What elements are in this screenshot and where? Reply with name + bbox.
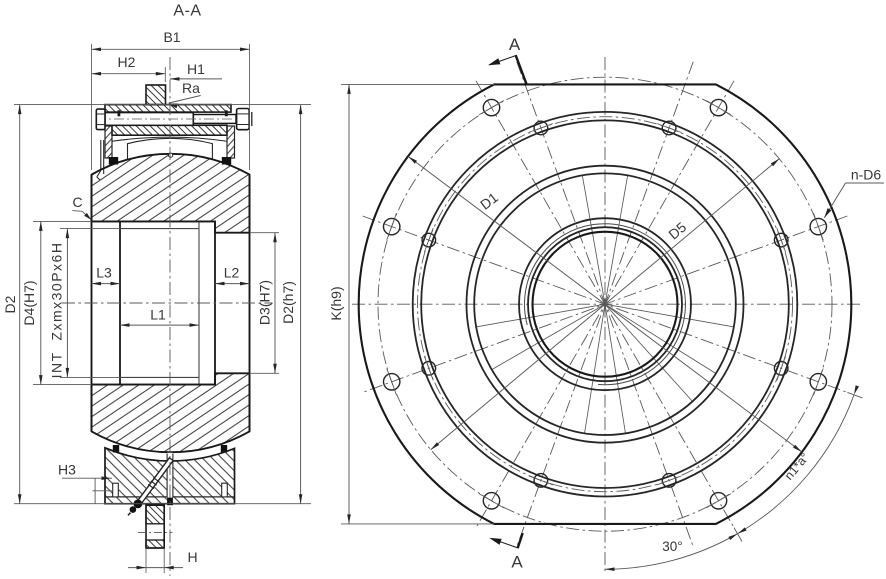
svg-text:H3: H3 bbox=[58, 462, 76, 478]
svg-text:Ra: Ra bbox=[182, 80, 200, 96]
svg-text:L3: L3 bbox=[96, 265, 112, 281]
svg-text:B1: B1 bbox=[163, 29, 180, 45]
svg-text:C: C bbox=[72, 194, 82, 210]
svg-text:n-D6: n-D6 bbox=[851, 167, 882, 183]
svg-text:H2: H2 bbox=[118, 54, 136, 70]
svg-text:H: H bbox=[187, 549, 197, 565]
svg-text:D4(H7): D4(H7) bbox=[21, 280, 37, 325]
svg-text:A-A: A-A bbox=[173, 3, 201, 20]
svg-text:H1: H1 bbox=[187, 61, 205, 77]
svg-text:D3(H7): D3(H7) bbox=[257, 280, 273, 325]
svg-text:K(h9): K(h9) bbox=[328, 286, 344, 320]
svg-text:INT Zxmx30Px6H: INT Zxmx30Px6H bbox=[49, 242, 65, 379]
svg-text:D2: D2 bbox=[2, 295, 18, 313]
svg-text:A: A bbox=[509, 35, 521, 54]
svg-text:L1: L1 bbox=[150, 307, 166, 323]
svg-text:A: A bbox=[511, 553, 523, 572]
svg-text:L2: L2 bbox=[224, 265, 240, 281]
svg-text:30°: 30° bbox=[662, 539, 682, 554]
svg-text:D2(h7): D2(h7) bbox=[280, 281, 296, 324]
